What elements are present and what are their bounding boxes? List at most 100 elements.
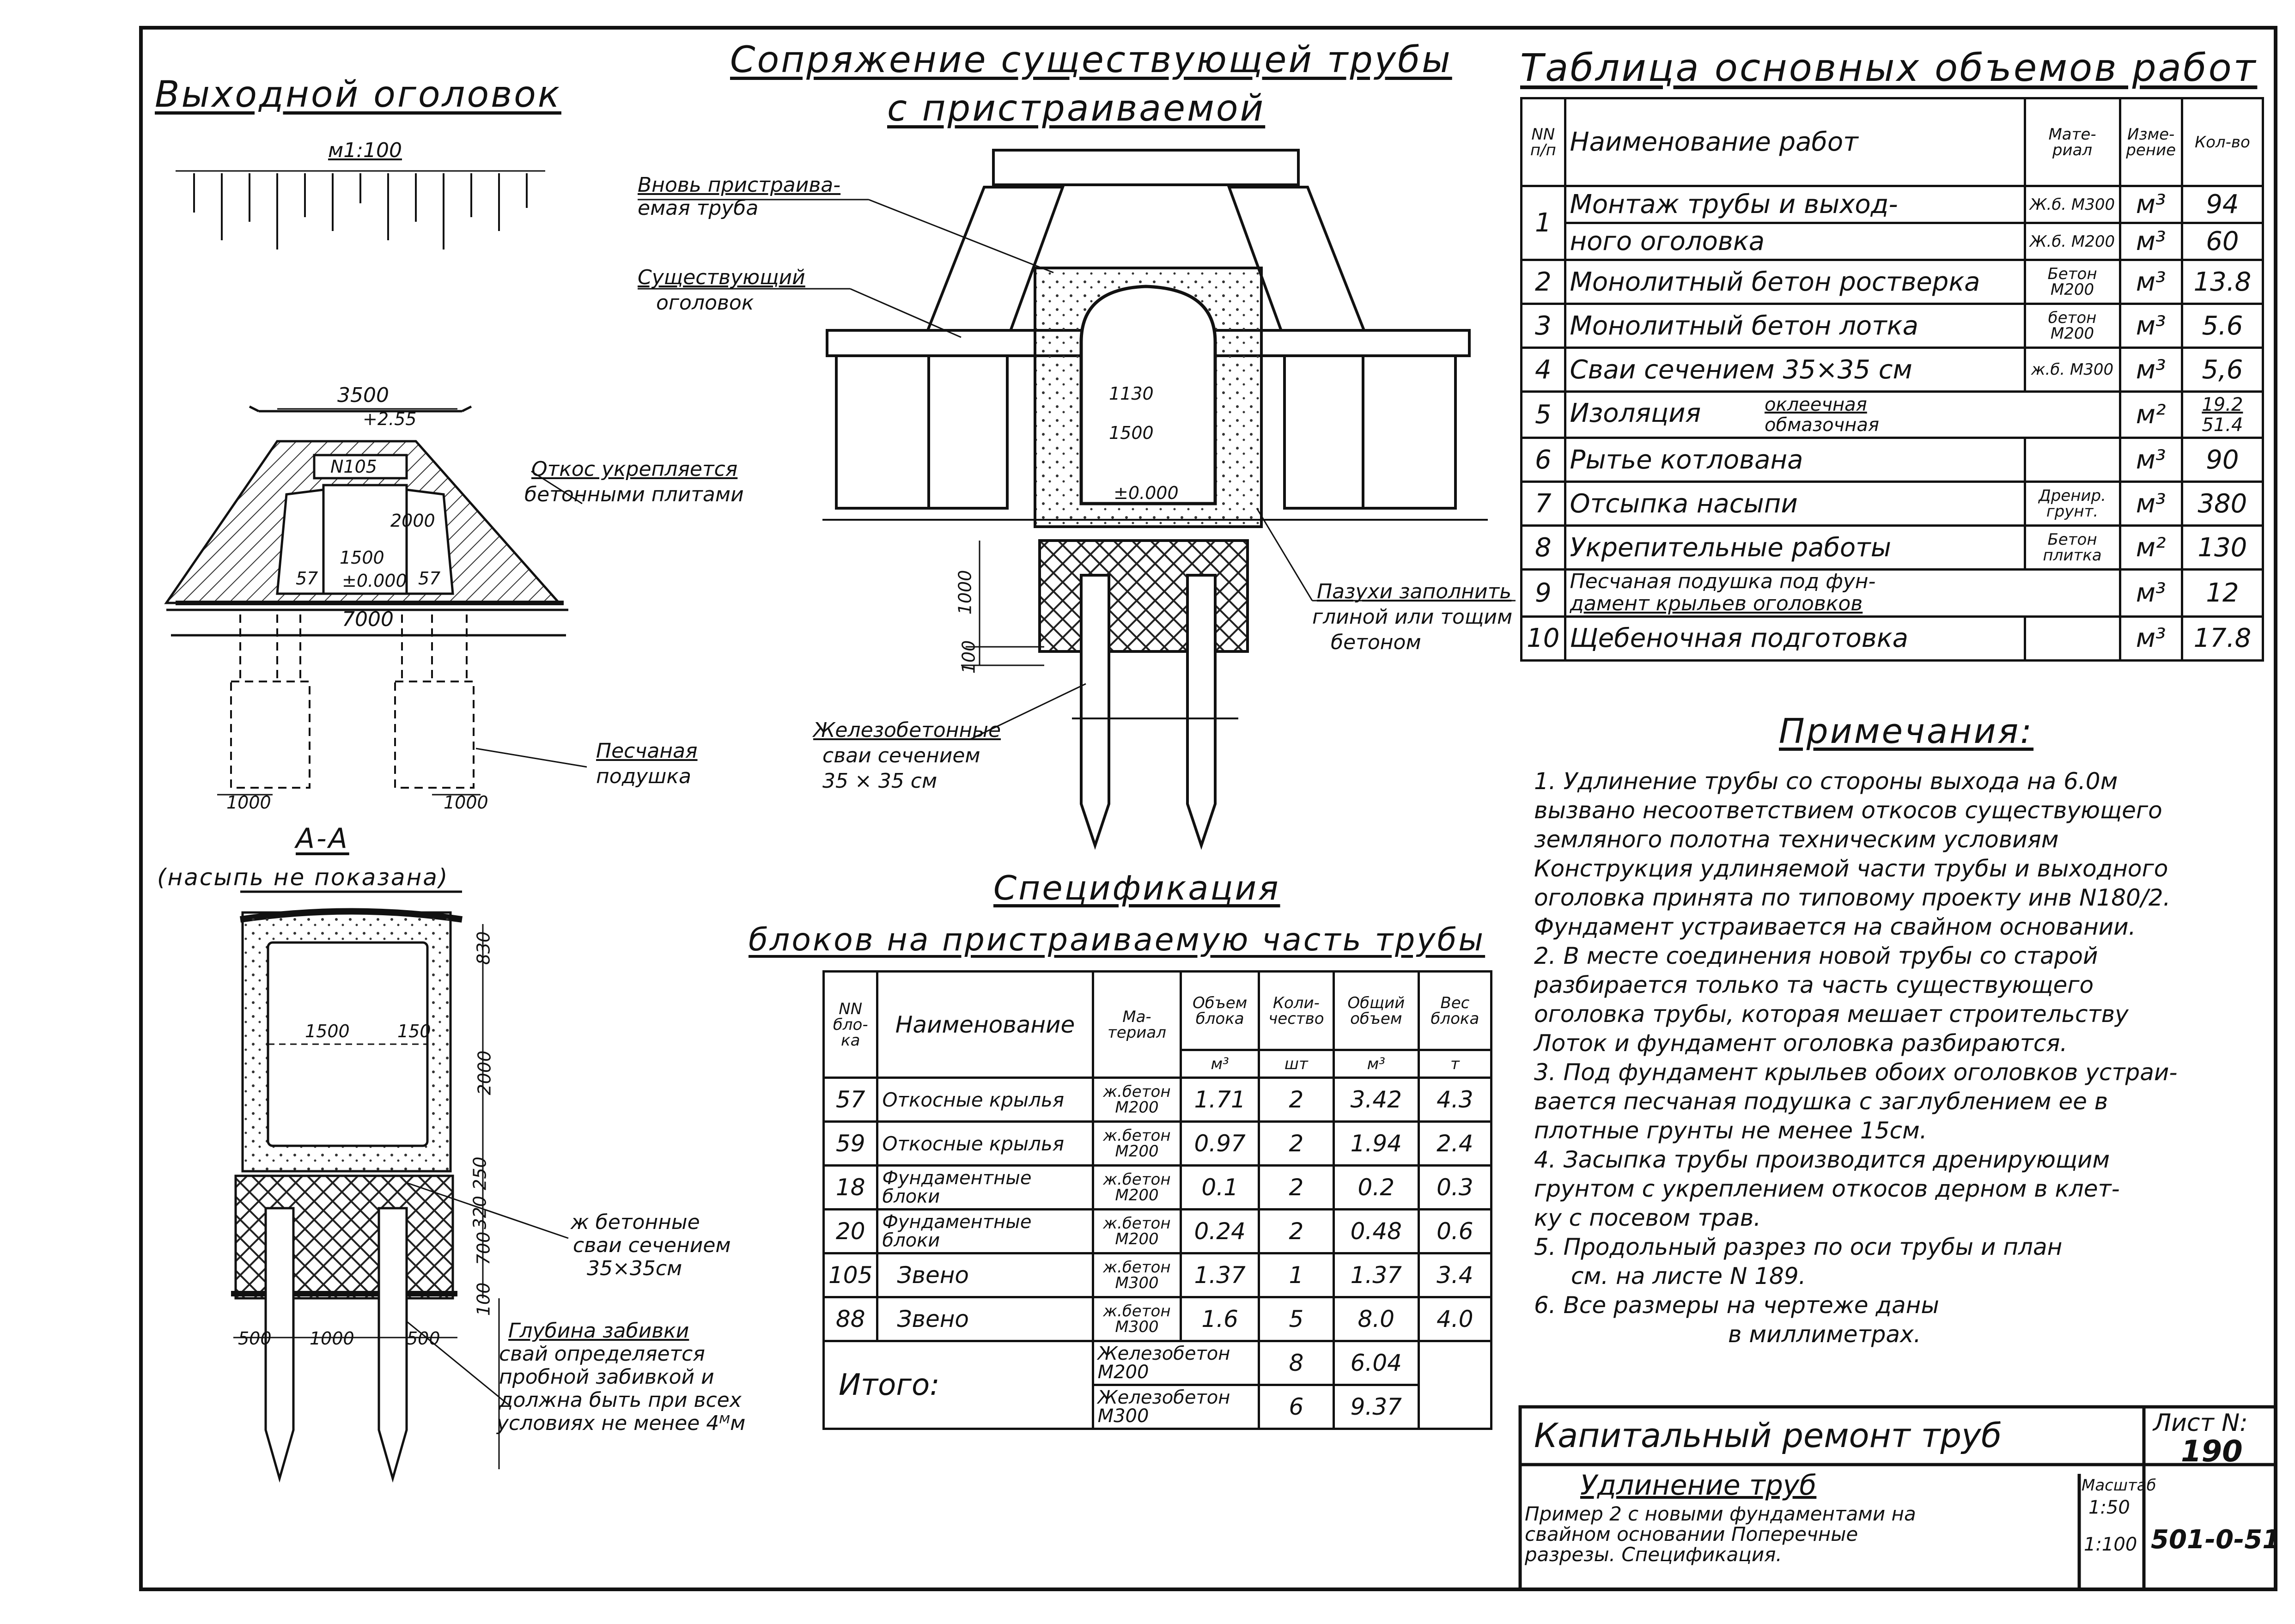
vt-r7-unit: м³ <box>2118 481 2183 527</box>
note-line: см. на листе N 189. <box>1571 1263 1806 1289</box>
st-h-name: Наименование <box>876 970 1094 1079</box>
mv-callout-exist-1: Существующий <box>638 266 805 289</box>
aa-callout-depth-4: должна быть при всех <box>499 1388 742 1412</box>
vt-r9-n: 9 <box>1520 568 1566 618</box>
aa-dim-pile-3: 500 <box>407 1328 440 1349</box>
vt-r8-name: Укрепительные работы <box>1564 524 2026 571</box>
vt-h-mat: Мате-риал <box>2023 97 2121 187</box>
st-r2-n: 59 <box>822 1120 879 1167</box>
mv-callout-new-1: Вновь пристраива- <box>638 173 841 197</box>
st-r1-vol: 1.71 <box>1180 1077 1260 1123</box>
note-line: 4. Засыпка трубы производится дренирующи… <box>1534 1146 2110 1173</box>
mv-callout-fill-3: бетоном <box>1331 631 1421 654</box>
vt-r1-qty: 94 <box>2180 185 2265 224</box>
tb-scale-label: Масштаб <box>2082 1476 2156 1495</box>
st-h-vol: Объем блока <box>1180 970 1260 1051</box>
st-u-total: м³ <box>1332 1049 1420 1079</box>
vt-r1-n: 1 <box>1520 185 1566 261</box>
mv-elev-zero: ±0.000 <box>1114 483 1179 503</box>
st-r6-n: 88 <box>822 1296 879 1342</box>
volume-table-title: Таблица основных объемов работ <box>1520 46 2258 90</box>
vt-r2-qty: 13.8 <box>2180 259 2265 305</box>
section-aa-drawing <box>231 890 569 1483</box>
aa-dim-pile-2: 1000 <box>310 1328 354 1349</box>
vt-r3-n: 3 <box>1520 303 1566 349</box>
vt-r5-unit: м² <box>2118 390 2183 439</box>
vt-r1-name: Монтаж трубы и выход- <box>1564 185 2026 224</box>
callout-slope-1: Откос укрепляется <box>531 457 738 481</box>
st-r5-vol: 1.37 <box>1180 1252 1260 1298</box>
st-r1-mat: ж.бетон М200 <box>1091 1077 1182 1123</box>
middle-view-drawing <box>822 149 1488 850</box>
st-r4-wt: 0.6 <box>1417 1208 1493 1254</box>
vt-h-qty: Кол-во <box>2180 97 2265 187</box>
vt-r1-name2: ного оголовка <box>1564 222 2026 261</box>
section-aa-title: А-А <box>296 822 349 855</box>
note-line: вызвано несоответствием откосов существу… <box>1534 797 2162 824</box>
st-total-empty <box>1417 1340 1493 1430</box>
dim-3500: 3500 <box>337 383 389 407</box>
left-view-embankment <box>176 170 545 249</box>
st-r6-name: Звено <box>876 1296 1094 1342</box>
vt-r9-unit: м³ <box>2118 568 2183 618</box>
left-view-scale: м1:100 <box>328 139 402 162</box>
vt-r4-n: 4 <box>1520 347 1566 393</box>
st-r6-vol: 1.6 <box>1180 1296 1260 1342</box>
vt-r5-qty2: 51.4 <box>2202 414 2243 436</box>
mv-callout-piles-2: сваи сечением <box>822 744 980 767</box>
vt-r3-name: Монолитный бетон лотка <box>1564 303 2026 349</box>
aa-callout-depth-1: Глубина забивки <box>508 1319 689 1343</box>
vt-r5-name: Изоляция <box>1570 398 1701 428</box>
aa-dim-700: 700 <box>473 1231 494 1265</box>
callout-slope-2: бетонными плитами <box>524 483 744 506</box>
tb-desc-line: Пример 2 с новыми фундаментами на <box>1525 1502 1916 1525</box>
tb-description: Пример 2 с новыми фундаментами на свайно… <box>1525 1504 1916 1565</box>
note-line: Фундамент устраивается на свайном основа… <box>1534 913 2136 940</box>
note-line: 5. Продольный разрез по оси трубы и план <box>1534 1234 2063 1260</box>
vt-r5-kinds: оклеечная обмазочная <box>1765 395 1879 435</box>
tag-57-left: 57 <box>296 568 318 589</box>
vt-r1-mat: Ж.б. М300 <box>2023 185 2121 224</box>
st-r2-cnt: 2 <box>1257 1120 1335 1167</box>
mv-callout-piles-1: Железобетонные <box>813 718 1001 742</box>
note-line: земляного полотна техническим условиям <box>1534 826 2059 853</box>
st-h-total: Общий объем <box>1332 970 1420 1051</box>
note-line: плотные грунты не менее 15см. <box>1534 1117 1927 1144</box>
aa-callout-piles-2: сваи сечением <box>573 1234 731 1257</box>
vt-r8-unit: м² <box>2118 524 2183 571</box>
mv-dim-1130: 1130 <box>1109 383 1154 404</box>
note-line: грунтом с укреплением откосов дерном в к… <box>1534 1175 2120 1202</box>
sheet-border <box>139 26 2277 1591</box>
elev-top: +2.55 <box>363 409 417 429</box>
st-r6-cnt: 5 <box>1257 1296 1335 1342</box>
dim-inner-height: 2000 <box>390 511 435 531</box>
note-line: Лоток и фундамент оголовка разбираются. <box>1534 1030 2068 1057</box>
notes-body: 1. Удлинение трубы со стороны выхода на … <box>1534 767 2177 1349</box>
st-r3-vol: 0.1 <box>1180 1164 1260 1210</box>
st-t2-mat: Железобетон М300 <box>1091 1384 1260 1430</box>
tag-57-right: 57 <box>418 568 441 589</box>
st-h-nn: NN бло-ка <box>822 970 879 1079</box>
note-line: оголовка трубы, которая мешает строитель… <box>1534 1001 2129 1028</box>
tb-desc-line: разрезы. Спецификация. <box>1525 1543 1782 1566</box>
vt-r1-unit2: м³ <box>2118 222 2183 261</box>
callout-sand-1: Песчаная <box>596 739 698 763</box>
aa-callout-depth-5: условиях не менее 4ᴹм <box>497 1411 746 1435</box>
vt-r6-qty: 90 <box>2180 437 2265 483</box>
st-t2-cnt: 6 <box>1257 1384 1335 1430</box>
st-t1-mat: Железобетон М200 <box>1091 1340 1260 1386</box>
st-r4-name: Фундаментные блоки <box>876 1208 1094 1254</box>
left-view-headwall <box>164 405 568 637</box>
st-r4-mat: ж.бетон М200 <box>1091 1208 1182 1254</box>
st-r1-cnt: 2 <box>1257 1077 1335 1123</box>
note-line: 3. Под фундамент крыльев обоих оголовков… <box>1534 1059 2178 1086</box>
left-view-pads <box>230 614 475 789</box>
vt-h-nn: NN п/п <box>1520 97 1566 187</box>
mv-dim-100: 100 <box>958 640 979 674</box>
st-r5-name: Звено <box>876 1252 1094 1298</box>
st-r6-total: 8.0 <box>1332 1296 1420 1342</box>
vt-r2-n: 2 <box>1520 259 1566 305</box>
aa-dim-320-250: 320 250 <box>469 1156 490 1229</box>
tb-scale-2: 1:100 <box>2084 1534 2137 1555</box>
